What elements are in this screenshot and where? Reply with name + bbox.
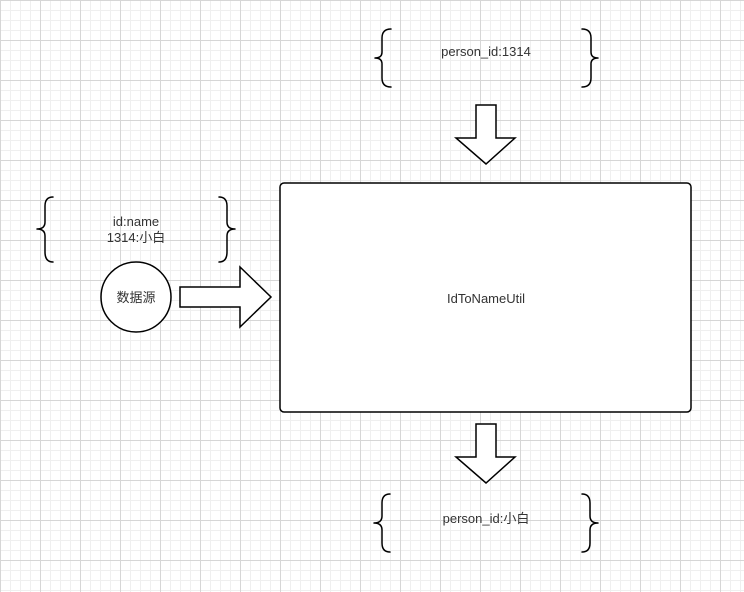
processor-label: IdToNameUtil xyxy=(446,291,526,306)
processor-box xyxy=(279,182,692,413)
left-brace xyxy=(373,493,391,553)
output-label: person_id:小白 xyxy=(442,511,530,526)
down-arrow-icon xyxy=(453,423,517,484)
mapping-label-line2: 1314:小白 xyxy=(106,230,166,245)
mapping-label-line1: id:name xyxy=(112,214,160,229)
data-source-label: 数据源 xyxy=(116,290,156,305)
right-arrow-icon xyxy=(179,265,273,329)
right-brace xyxy=(581,28,599,88)
input-label: person_id:1314 xyxy=(441,44,531,59)
right-brace xyxy=(581,493,599,553)
left-brace xyxy=(374,28,392,88)
data-source-node xyxy=(100,261,172,333)
right-brace xyxy=(218,196,236,263)
down-arrow-icon xyxy=(453,104,517,165)
left-brace xyxy=(36,196,54,263)
